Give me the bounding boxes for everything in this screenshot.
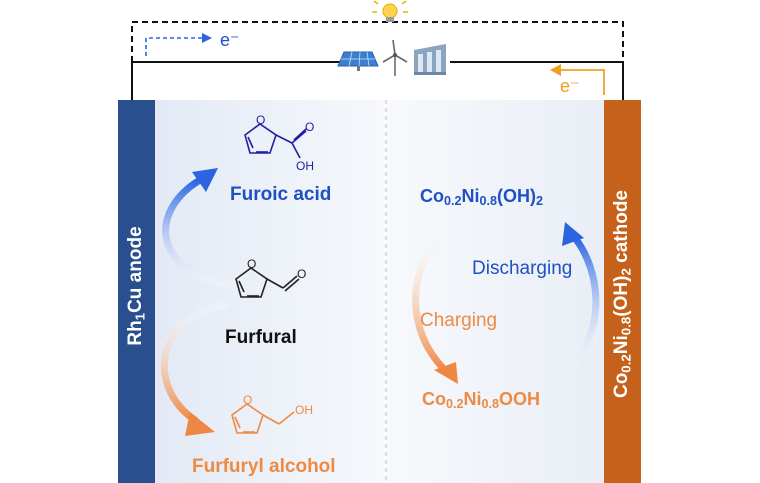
discharging-label: Discharging (472, 258, 573, 279)
reduction-arrowhead (185, 412, 215, 436)
catholyte-region (386, 100, 604, 483)
furoic-acid-structure (244, 123, 307, 159)
discharge-circuit-wire (131, 21, 624, 62)
anode-label: Rh1Cu anode (125, 226, 148, 346)
furfuryl-oh-label: OH (295, 403, 313, 417)
anode-electrode (118, 100, 155, 483)
charging-label: Charging (420, 310, 498, 331)
electron-arrowhead-discharge (202, 33, 212, 43)
charging-circuit-wire-right (450, 61, 624, 100)
furfural-label: Furfural (225, 327, 297, 348)
furfural-o-label: O (247, 257, 256, 271)
discharging-arrow (564, 234, 600, 374)
furoic-acid-label: Furoic acid (230, 184, 332, 205)
furfuryl-o-label: O (243, 393, 252, 407)
charging-arrowhead (434, 362, 458, 384)
furfuryl-alcohol-structure (231, 403, 295, 434)
hydro-dam-icon (414, 44, 446, 75)
furoic-o-label: O (256, 113, 265, 127)
hydroxide-species: Co0.2Ni0.8(OH)2 (420, 186, 544, 209)
furfural-co-label: O (297, 267, 306, 281)
charging-circuit-wire (131, 61, 342, 100)
discharging-arrowhead (562, 222, 584, 246)
electron-arrow-charge (560, 69, 605, 95)
reduction-arrow (160, 301, 229, 424)
electron-arrow-discharge (145, 37, 204, 56)
furfuryl-alcohol-label: Furfuryl alcohol (192, 456, 336, 477)
electron-label-right: e⁻ (560, 76, 580, 96)
solar-panel-icon (337, 51, 379, 71)
electron-arrowhead-charge (550, 64, 561, 76)
cathode-electrode (604, 100, 641, 483)
oxidation-arrowhead (192, 168, 218, 192)
oxidation-arrow (162, 176, 234, 289)
charging-arrow (412, 224, 454, 374)
furfural-structure (235, 267, 300, 298)
oxyhydroxide-species: Co0.2Ni0.8OOH (422, 389, 541, 412)
furoic-co-label: O (305, 120, 314, 134)
light-bulb-icon (372, 0, 408, 22)
cathode-label: Co0.2Ni0.8(OH)2 cathode (611, 190, 634, 399)
furoic-oh-label: OH (296, 159, 314, 173)
wind-turbine-icon (382, 39, 408, 76)
electron-label-top: e⁻ (220, 30, 240, 50)
